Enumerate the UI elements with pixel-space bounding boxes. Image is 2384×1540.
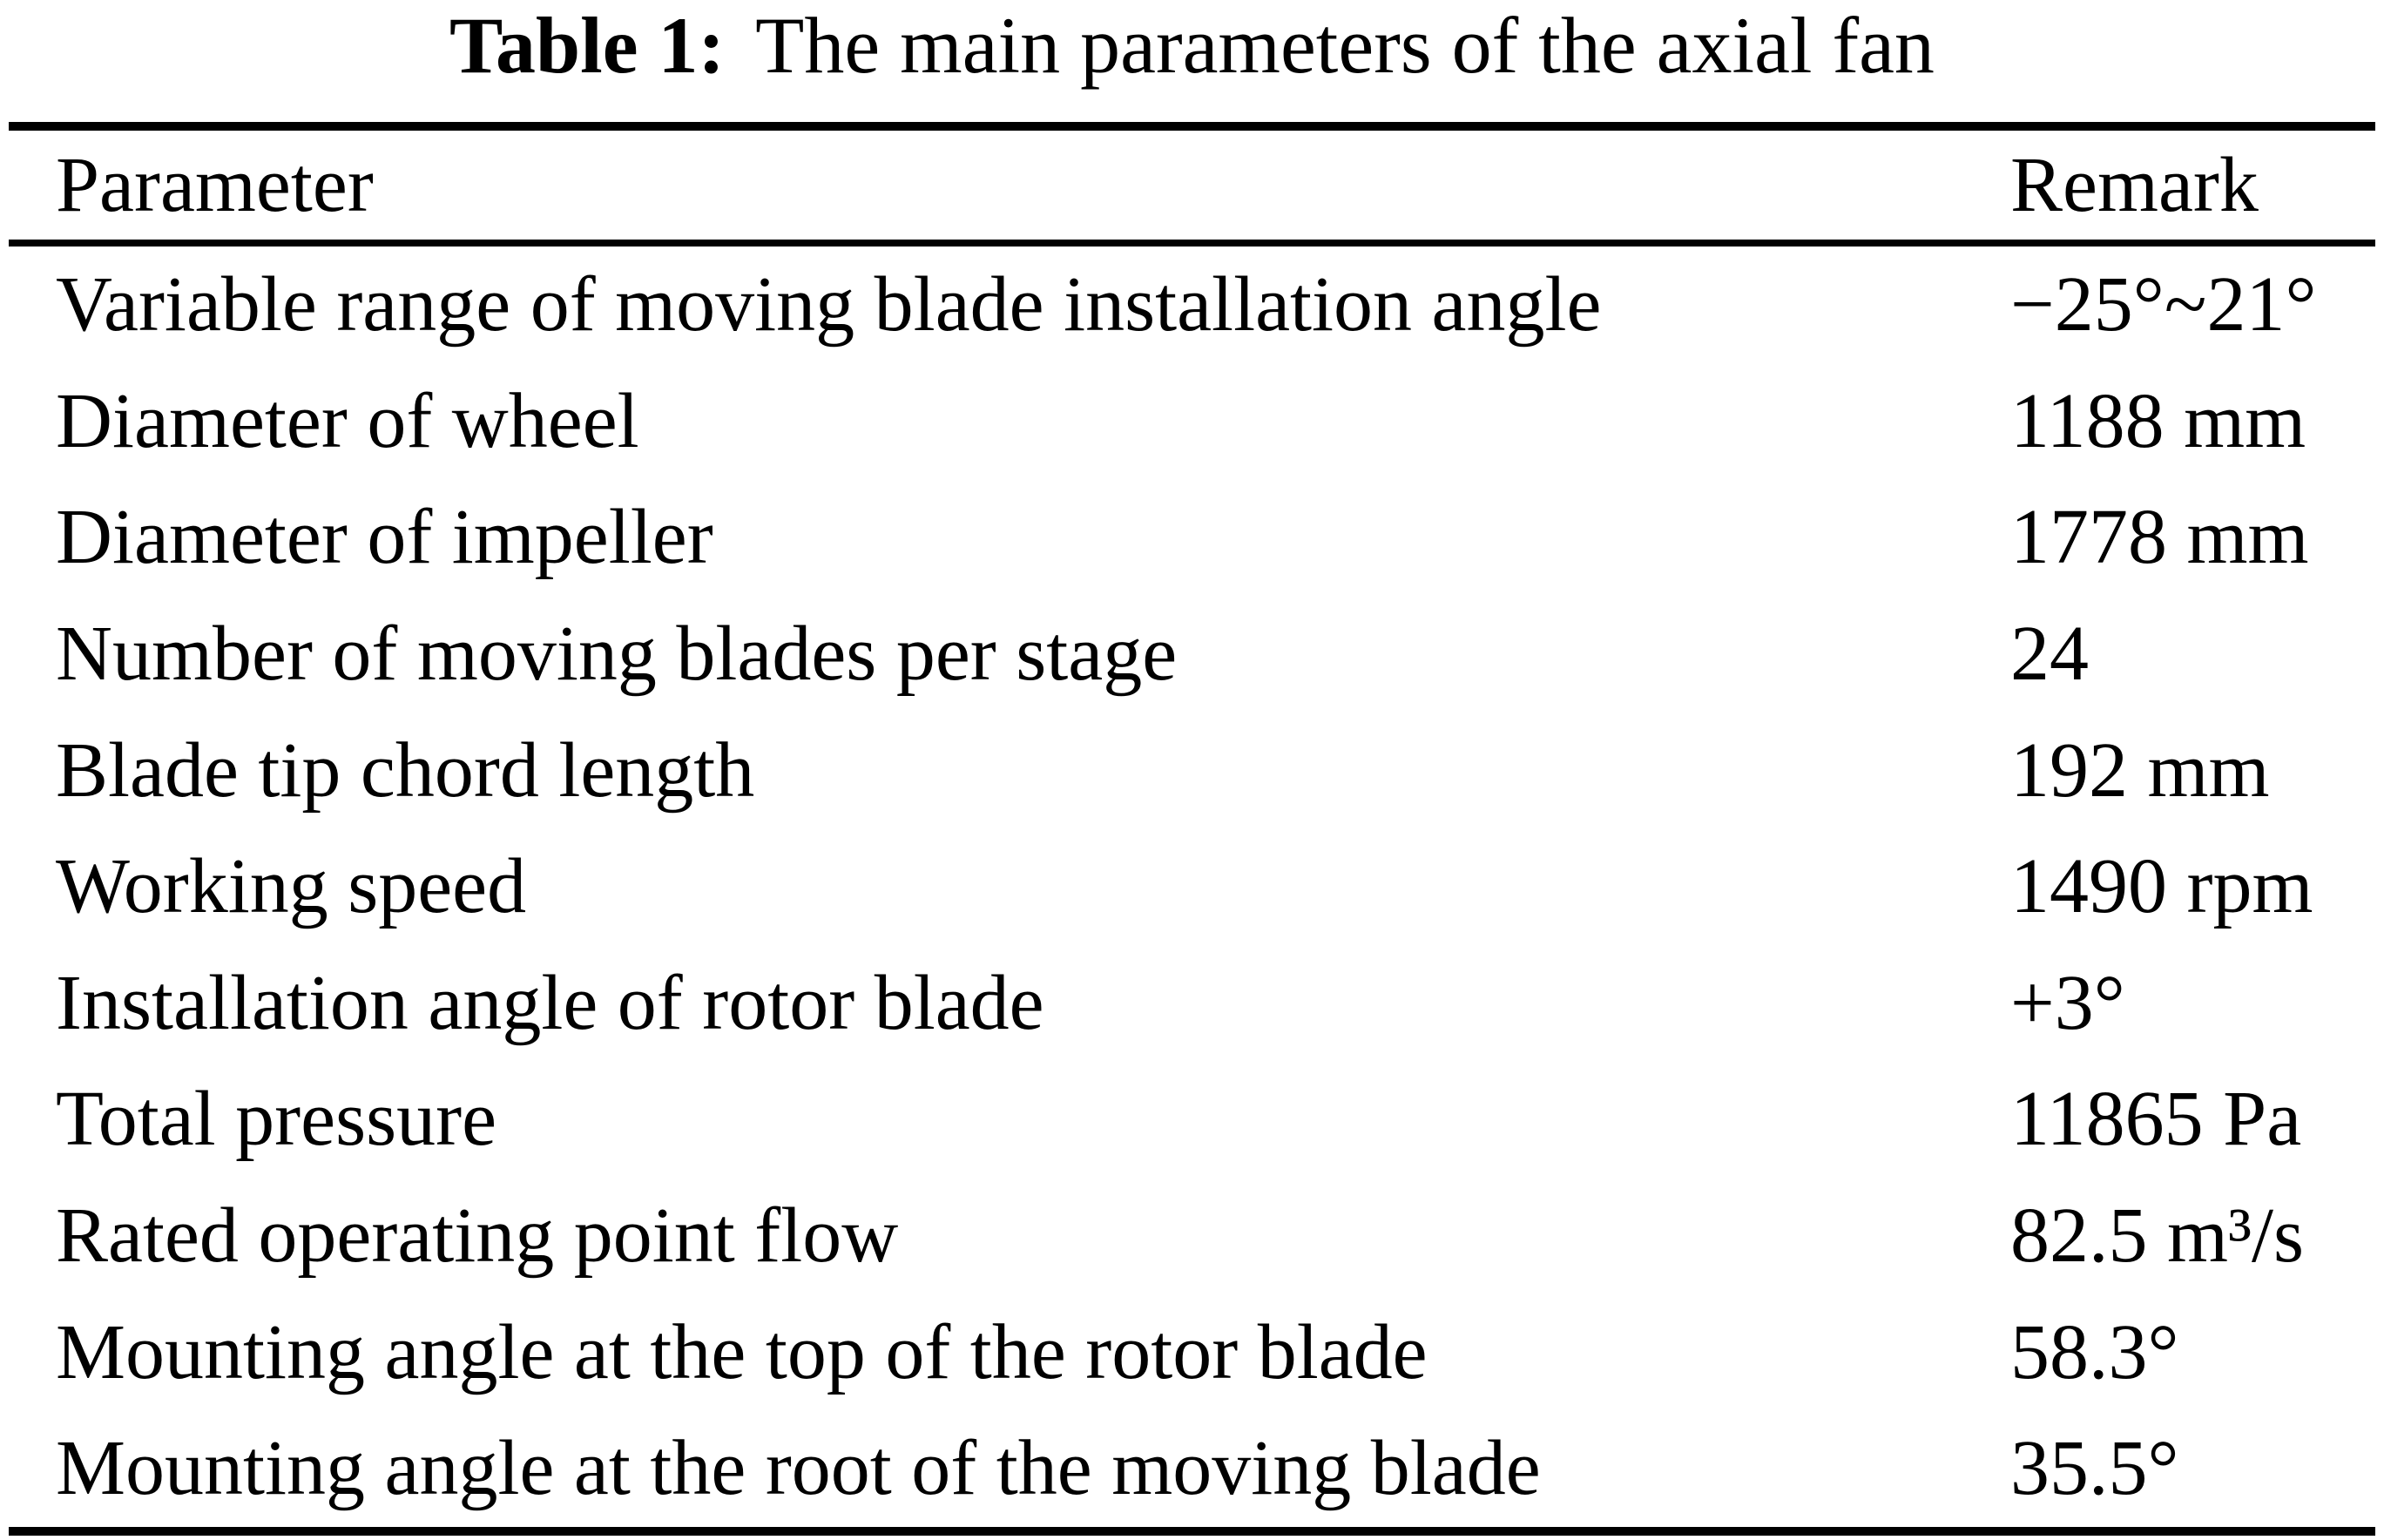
col-header-parameter: Parameter <box>56 142 374 228</box>
remark-cell: 192 mm <box>2010 726 2270 814</box>
parameter-cell: Total pressure <box>56 1076 497 1163</box>
table-header-row: Parameter Remark <box>0 131 2384 240</box>
table-row: Number of moving blades per stage 24 <box>0 596 2384 713</box>
parameter-cell: Diameter of wheel <box>56 377 639 464</box>
table-row: Mounting angle at the top of the rotor b… <box>0 1293 2384 1410</box>
table-row: Blade tip chord length 192 mm <box>0 712 2384 828</box>
table-top-rule <box>9 122 2375 131</box>
remark-cell: 1778 mm <box>2010 494 2309 581</box>
table-caption: Table 1: The main parameters of the axia… <box>0 0 2384 122</box>
parameter-cell: Installation angle of rotor blade <box>56 959 1044 1046</box>
remark-cell: 1188 mm <box>2010 377 2306 464</box>
remark-cell: 35.5° <box>2010 1425 2179 1512</box>
remark-cell: +3° <box>2010 959 2125 1046</box>
parameter-cell: Mounting angle at the top of the rotor b… <box>56 1308 1428 1395</box>
remark-cell: 82.5 m³/s <box>2010 1192 2305 1280</box>
col-header-remark: Remark <box>2010 142 2259 228</box>
remark-cell: 58.3° <box>2010 1308 2179 1395</box>
table-row: Total pressure 11865 Pa <box>0 1061 2384 1178</box>
remark-cell: −25°~21° <box>2010 261 2317 348</box>
table-row: Variable range of moving blade installat… <box>0 247 2384 363</box>
table-row: Installation angle of rotor blade +3° <box>0 945 2384 1062</box>
table-caption-text: The main parameters of the axial fan <box>755 1 1935 90</box>
parameter-cell: Diameter of impeller <box>56 494 713 581</box>
parameter-cell: Blade tip chord length <box>56 726 755 814</box>
table-row: Diameter of wheel 1188 mm <box>0 363 2384 480</box>
table-row: Diameter of impeller 1778 mm <box>0 479 2384 596</box>
parameter-cell: Number of moving blades per stage <box>56 611 1178 698</box>
table-row: Mounting angle at the root of the moving… <box>0 1410 2384 1527</box>
table-row: Rated operating point flow 82.5 m³/s <box>0 1178 2384 1294</box>
parameter-cell: Mounting angle at the root of the moving… <box>56 1425 1541 1512</box>
remark-cell: 24 <box>2010 611 2089 698</box>
remark-cell: 1490 rpm <box>2010 843 2313 930</box>
table-row: Working speed 1490 rpm <box>0 828 2384 945</box>
parameter-cell: Rated operating point flow <box>56 1192 899 1280</box>
parameter-cell: Working speed <box>56 843 527 930</box>
table-header-rule <box>9 240 2375 247</box>
remark-cell: 11865 Pa <box>2010 1076 2302 1163</box>
parameter-cell: Variable range of moving blade installat… <box>56 261 1602 348</box>
table-bottom-rule <box>9 1526 2375 1536</box>
table-caption-label: Table 1: <box>449 1 726 90</box>
